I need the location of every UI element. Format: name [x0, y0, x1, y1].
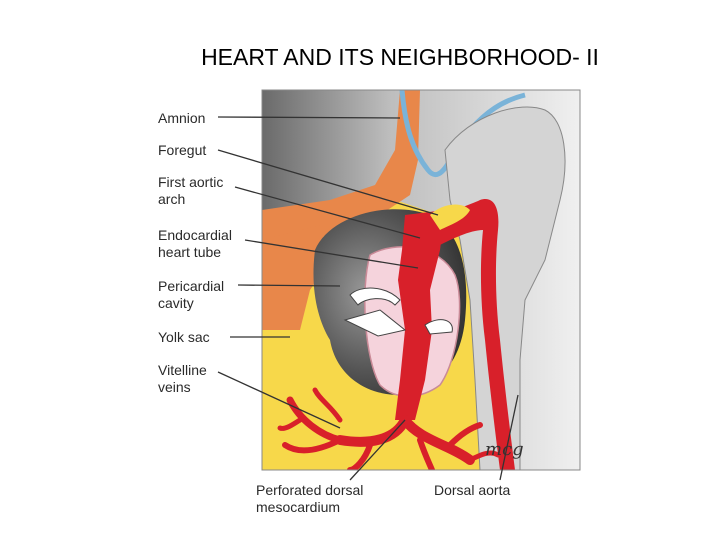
label-endocardial-line2: heart tube — [158, 244, 221, 261]
label-pericardial-line1: Pericardial — [158, 278, 224, 295]
label-pericardial-line2: cavity — [158, 295, 194, 312]
label-amnion: Amnion — [158, 110, 205, 127]
label-first-aortic-arch-line2: arch — [158, 191, 185, 208]
label-perforated-line2: mesocardium — [256, 499, 340, 516]
label-endocardial-line1: Endocardial — [158, 227, 232, 244]
label-perforated-line1: Perforated dorsal — [256, 482, 363, 499]
illustration-panel: mcg — [262, 90, 580, 470]
label-vitelline-line1: Vitelline — [158, 362, 207, 379]
label-first-aortic-arch-line1: First aortic — [158, 174, 223, 191]
label-yolk-sac: Yolk sac — [158, 329, 210, 346]
label-vitelline-line2: veins — [158, 379, 191, 396]
label-foregut: Foregut — [158, 142, 206, 159]
label-dorsal-aorta: Dorsal aorta — [434, 482, 510, 499]
